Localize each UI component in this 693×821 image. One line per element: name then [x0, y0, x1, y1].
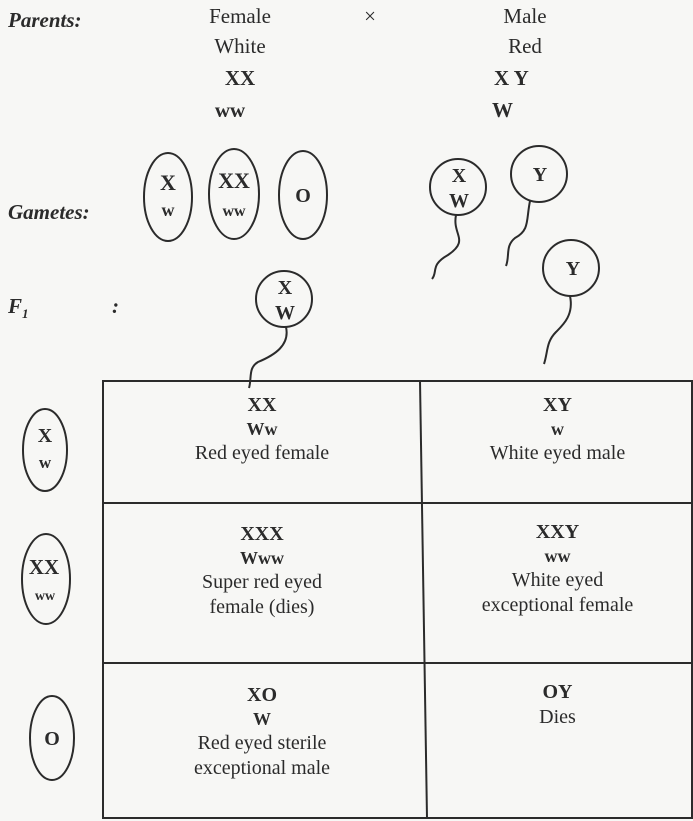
cell-r1-c1: XX Ww Red eyed female: [105, 393, 419, 466]
row-egg-2-oval: [21, 533, 71, 625]
cross-symbol: ×: [364, 4, 376, 28]
male-sperm-x-head: [429, 158, 487, 216]
row-egg-2-top: XX: [29, 555, 59, 579]
f1-label: F1: [8, 294, 29, 322]
cell-r1-c1-chromosomes: XX: [247, 394, 277, 416]
punnett-grid-vline: [419, 380, 428, 819]
female-chromosomes: XX: [224, 66, 256, 90]
cell-r3-c1-chromosomes: XO: [247, 684, 277, 706]
male-sperm-y-head: [510, 145, 568, 203]
row-egg-1-top: X: [38, 425, 53, 447]
male-gamete-1-bottom: W: [449, 190, 469, 212]
male-sperm-y-tail: [505, 200, 531, 267]
cell-r2-c2-line2: exceptional female: [481, 593, 634, 616]
f1-sperm-y-tail: [543, 295, 572, 365]
row-egg-1-oval: [22, 408, 68, 492]
f1-sperm-1-bottom: W: [275, 302, 295, 324]
punnett-grid-border: [102, 380, 693, 819]
female-gamete-3-top: O: [295, 185, 311, 207]
cell-r3-c2: OY Dies: [425, 680, 690, 730]
f1-sperm-1-top: X: [278, 277, 293, 299]
male-phenotype: Red: [508, 34, 542, 58]
cell-r2-c1-chromosomes: XXX: [240, 523, 284, 545]
cell-r2-c2: XXY ww White eyed exceptional female: [425, 520, 690, 618]
female-gamete-2-bottom: ww: [222, 203, 246, 220]
cell-r2-c1-line1: Super red eyed: [202, 570, 322, 593]
male-sperm-x-tail: [431, 214, 461, 280]
male-gamete-1-top: X: [452, 165, 467, 187]
female-gamete-2-top: XX: [218, 168, 250, 193]
cell-r1-c2-genes: w: [551, 419, 564, 439]
row-egg-1-bottom: w: [39, 453, 52, 472]
cell-r1-c1-line1: Red eyed female: [194, 441, 330, 464]
cell-r1-c2-line1: White eyed male: [489, 441, 626, 464]
cell-r3-c1-line1: Red eyed sterile: [197, 731, 327, 754]
cell-r2-c2-line1: White eyed: [511, 568, 604, 591]
cell-r1-c1-genes: Ww: [246, 419, 278, 439]
row-egg-2-bottom: ww: [35, 589, 56, 604]
female-sex: Female: [209, 4, 271, 28]
row-egg-3-top: O: [44, 728, 60, 750]
female-genes: ww: [214, 98, 246, 122]
female-gamete-3-oval: [278, 150, 328, 240]
female-gamete-2-oval: [208, 148, 260, 240]
cell-r2-c2-chromosomes: XXY: [535, 521, 580, 543]
female-gamete-1-bottom: w: [162, 200, 175, 220]
cell-r1-c2: XY w White eyed male: [425, 393, 690, 466]
f1-colon: :: [112, 294, 119, 318]
f1-sperm-x-head: [255, 270, 313, 328]
f1-sperm-2-top: Y: [566, 258, 581, 280]
cell-r2-c1-line2: female (dies): [209, 595, 315, 618]
cell-r1-c2-chromosomes: XY: [543, 394, 572, 416]
cell-r3-c1: XO W Red eyed sterile exceptional male: [105, 683, 419, 781]
cell-r2-c1: XXX Www Super red eyed female (dies): [105, 522, 419, 620]
male-genes: W: [492, 98, 513, 122]
f1-sperm-x-tail: [248, 326, 288, 389]
cell-r3-c2-chromosomes: OY: [542, 681, 573, 703]
cell-r3-c1-genes: W: [253, 709, 271, 729]
cell-r2-c1-genes: Www: [240, 548, 284, 568]
male-sex: Male: [503, 4, 547, 28]
female-phenotype: White: [214, 34, 266, 58]
cell-r3-c1-line2: exceptional male: [193, 756, 331, 779]
female-gamete-1-oval: [143, 152, 193, 242]
male-gamete-2-top: Y: [533, 164, 548, 186]
row-egg-3-oval: [29, 695, 75, 781]
female-gamete-1-top: X: [160, 170, 176, 195]
cell-r2-c2-genes: ww: [544, 546, 571, 566]
cell-r3-c2-line1: Dies: [539, 706, 576, 728]
gametes-label: Gametes:: [8, 200, 90, 224]
male-chromosomes: X Y: [494, 66, 529, 90]
parents-label: Parents:: [8, 8, 82, 32]
